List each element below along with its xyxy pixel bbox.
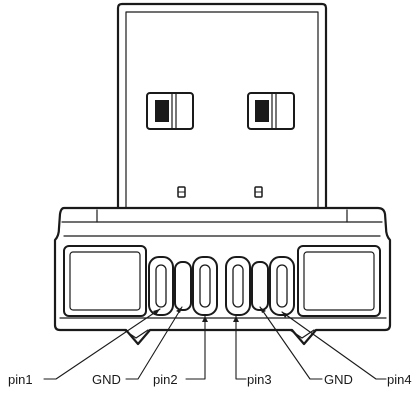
gnd-right-contact [251,261,269,311]
pin-labels: pin1 GND pin2 pin3 GND pin4 [8,372,412,387]
pin1-contact [148,256,174,316]
plug-latch-window-right [247,92,295,130]
leader-pin4 [281,311,387,380]
small-hole-left [177,186,186,198]
leader-lines [43,306,387,380]
leader-pin2 [185,315,206,380]
plug-latch-window-left [146,92,194,130]
pin2-contact [192,256,218,316]
leader-pin3 [235,315,247,380]
label-gnd-right: GND [324,372,353,387]
gnd-left-contact [174,261,192,311]
pin3-contact [225,256,251,316]
label-pin2: pin2 [153,372,178,387]
small-hole-right [254,186,263,198]
label-pin3: pin3 [247,372,272,387]
leader-gnd-right [259,306,323,380]
pin4-contact [269,256,295,316]
connector-body [53,206,392,346]
left-square-button [63,245,147,317]
usb-plug-shell [116,2,328,212]
label-pin4: pin4 [387,372,412,387]
right-square-button [297,245,381,317]
leader-pin1 [43,308,161,380]
label-pin1: pin1 [8,372,33,387]
label-gnd-left: GND [92,372,121,387]
leader-gnd-left [125,306,183,380]
